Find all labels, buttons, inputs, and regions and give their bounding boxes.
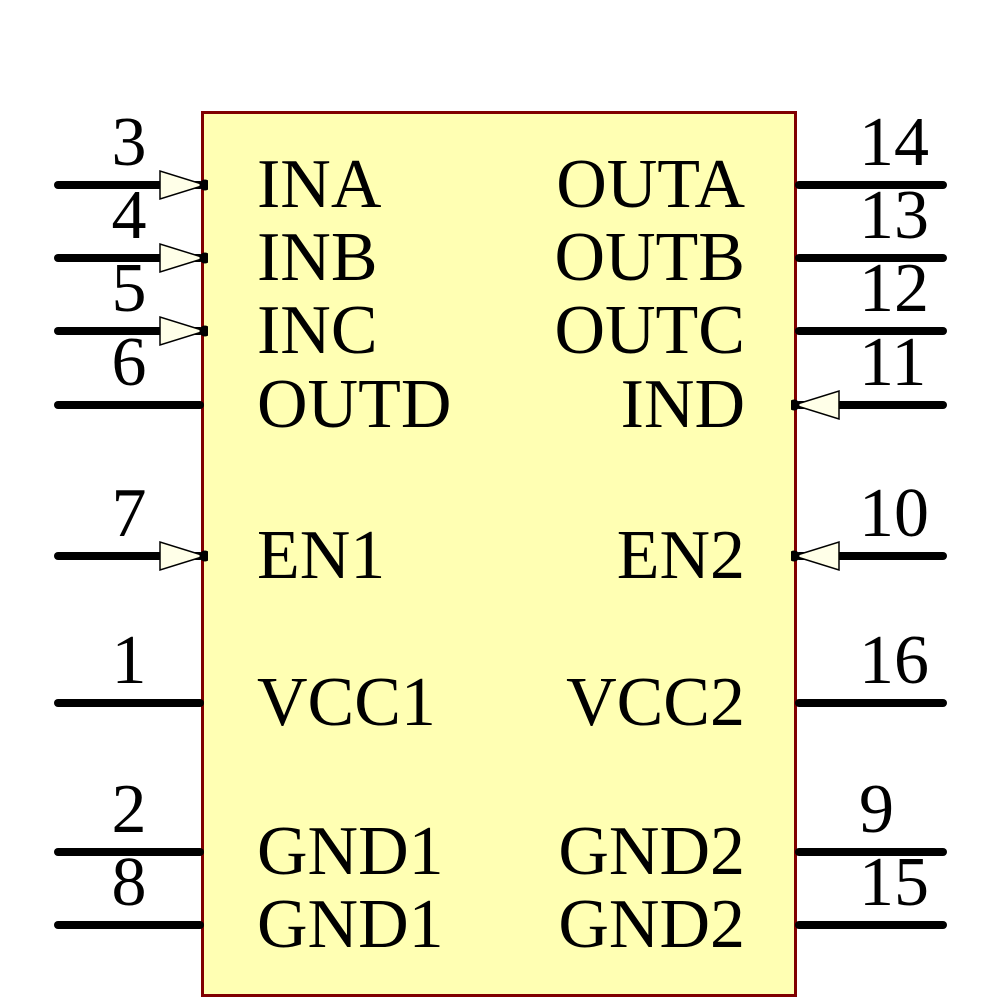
pin-wire: [795, 254, 947, 262]
pin-label: EN1: [257, 517, 386, 594]
pin-number: 15: [859, 844, 929, 921]
pin-number: 2: [111, 771, 147, 848]
pin-wire: [795, 552, 947, 560]
pin-wire: [795, 699, 947, 707]
pin-number: 14: [859, 104, 929, 181]
pin-number: 16: [859, 622, 929, 699]
pin-wire: [795, 401, 947, 409]
pin-label: EN2: [616, 517, 745, 594]
pin-wire: [54, 254, 204, 262]
pin-label: INB: [257, 219, 378, 296]
pin-number: 7: [111, 475, 147, 552]
pin-label: GND2: [558, 813, 745, 890]
pin-number: 9: [859, 771, 894, 848]
pin-wire: [54, 921, 204, 929]
pin-wire: [54, 181, 204, 189]
pin-label: OUTB: [554, 219, 745, 296]
pin-wire: [795, 327, 947, 335]
pin-label: VCC2: [566, 664, 745, 741]
pin-label: INC: [257, 292, 378, 369]
pin-number: 3: [111, 104, 147, 181]
pin-wire: [54, 699, 204, 707]
pin-label: OUTC: [554, 292, 745, 369]
pin-wire: [795, 921, 947, 929]
pin-wire: [54, 552, 204, 560]
pin-label: INA: [257, 146, 382, 223]
pin-number: 11: [859, 324, 927, 401]
pin-number: 6: [111, 324, 147, 401]
input-arrow-icon: [159, 315, 208, 347]
pin-number: 13: [859, 177, 929, 254]
input-arrow-icon: [159, 242, 208, 274]
pin-wire: [795, 181, 947, 189]
pin-label: GND2: [558, 886, 745, 963]
pin-label: VCC1: [257, 664, 436, 741]
input-arrow-icon: [791, 389, 840, 421]
ic-body[interactable]: [201, 111, 797, 997]
pin-label: GND1: [257, 886, 444, 963]
input-arrow-icon: [791, 540, 840, 572]
pin-wire: [54, 401, 204, 409]
pin-number: 10: [859, 475, 929, 552]
pin-number: 8: [111, 844, 147, 921]
pin-number: 1: [111, 622, 147, 699]
pin-wire: [54, 327, 204, 335]
pin-label: IND: [620, 366, 745, 443]
pin-label: GND1: [257, 813, 444, 890]
pin-label: OUTA: [556, 146, 745, 223]
input-arrow-icon: [159, 540, 208, 572]
pin-wire: [54, 848, 204, 856]
pin-wire: [795, 848, 947, 856]
pin-number: 5: [111, 250, 147, 327]
pin-number: 4: [111, 177, 147, 254]
input-arrow-icon: [159, 169, 208, 201]
pin-number: 12: [859, 250, 929, 327]
pin-label: OUTD: [257, 366, 452, 443]
